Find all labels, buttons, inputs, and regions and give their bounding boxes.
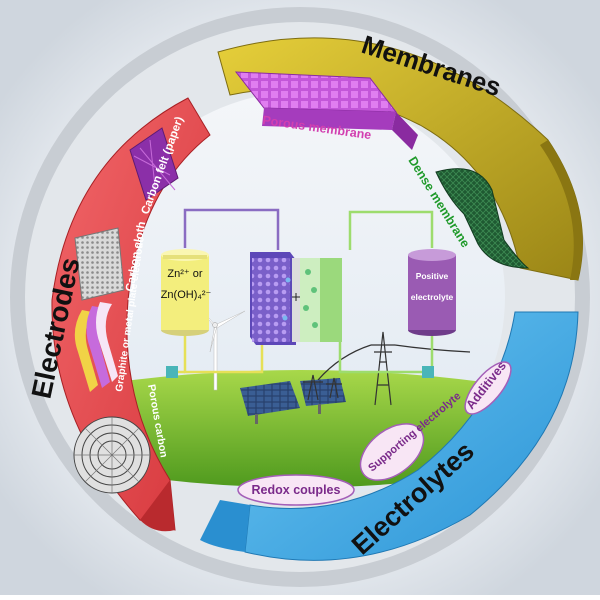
porous-carbon-image bbox=[73, 416, 151, 494]
dense-membrane-image bbox=[435, 168, 530, 269]
negative-tank bbox=[161, 249, 209, 336]
electrodes-segment: Electrodes Carbon felt (paper) Carbon cl… bbox=[26, 97, 211, 532]
electrodes-arc bbox=[51, 97, 211, 531]
pipes bbox=[175, 208, 434, 374]
redox-label: Redox couples bbox=[252, 483, 341, 497]
electrolytes-arc bbox=[244, 311, 579, 561]
additives-badge bbox=[464, 361, 512, 415]
supporting-badge bbox=[359, 423, 425, 481]
carbon-felt-image bbox=[129, 127, 179, 201]
graphite-plates-image bbox=[74, 302, 118, 392]
positive-tank bbox=[408, 249, 456, 336]
positive-label-line2: electrolyte bbox=[411, 292, 454, 302]
carbon-cloth-image bbox=[74, 227, 125, 301]
zn-label-line1: Zn²⁺ or bbox=[167, 268, 202, 280]
positive-label-line1: Positive bbox=[416, 271, 449, 281]
right-pump bbox=[422, 366, 434, 378]
redox-badge bbox=[237, 474, 355, 506]
zn-label-line2: Zn(OH)₄²⁻ bbox=[161, 289, 212, 301]
left-pump bbox=[166, 366, 178, 378]
battery-stack bbox=[250, 252, 342, 345]
